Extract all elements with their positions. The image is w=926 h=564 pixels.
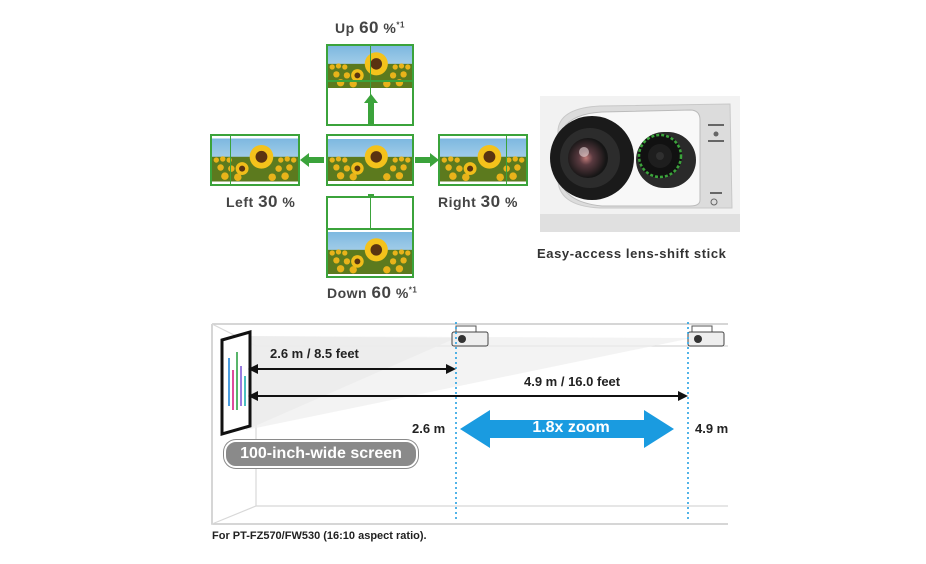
near-mark-label: 2.6 m [412,421,446,436]
shift-left-image [210,134,300,186]
zoom-arrow-icon [460,410,674,448]
shift-left-unit: % [282,194,296,210]
projector-far-icon [687,325,725,347]
shift-down-word: Down [327,285,368,301]
sunflower-image [212,136,298,184]
shift-right-unit: % [504,194,518,210]
shift-right-word: Right [438,194,477,210]
shift-left-word: Left [226,194,254,210]
lens-caption: Easy-access lens-shift stick [537,246,727,261]
shift-right-value: 30 [480,192,501,211]
footnote: For PT-FZ570/FW530 (16:10 aspect ratio). [212,530,427,542]
shift-center-image [326,134,414,186]
shift-down-value: 60 [371,283,392,302]
shift-up-value: 60 [359,18,379,37]
shift-up-unit: % [383,20,397,36]
shift-right-label: Right 30 % [438,192,518,212]
shift-down-image [326,196,414,278]
far-mark-label: 4.9 m [695,421,729,436]
throw-distance-diagram [211,322,728,525]
zoom-label: 1.8x zoom [532,419,610,436]
short-distance-label: 2.6 m / 8.5 feet [270,346,359,361]
shift-left-value: 30 [258,192,278,211]
screen-badge: 100-inch-wide screen [224,440,418,468]
projector-near-icon [451,325,489,347]
long-distance-label: 4.9 m / 16.0 feet [524,374,621,389]
shift-left-label: Left 30 % [226,192,295,212]
sunflower-image [328,136,412,184]
lens-photo [540,96,740,232]
sunflower-image [440,136,526,184]
shift-down-label: Down 60 %*1 [327,283,417,303]
shift-up-note: *1 [396,20,405,30]
shift-up-label: Up 60 %*1 [335,18,405,38]
arrow-left-icon [300,153,324,167]
arrow-up-icon [364,94,378,126]
shift-down-unit: % [395,285,409,301]
sunflower-image [328,230,412,276]
shift-right-image [438,134,528,186]
shift-up-word: Up [335,20,355,36]
arrow-right-icon [415,153,439,167]
shift-down-note: *1 [408,285,418,295]
